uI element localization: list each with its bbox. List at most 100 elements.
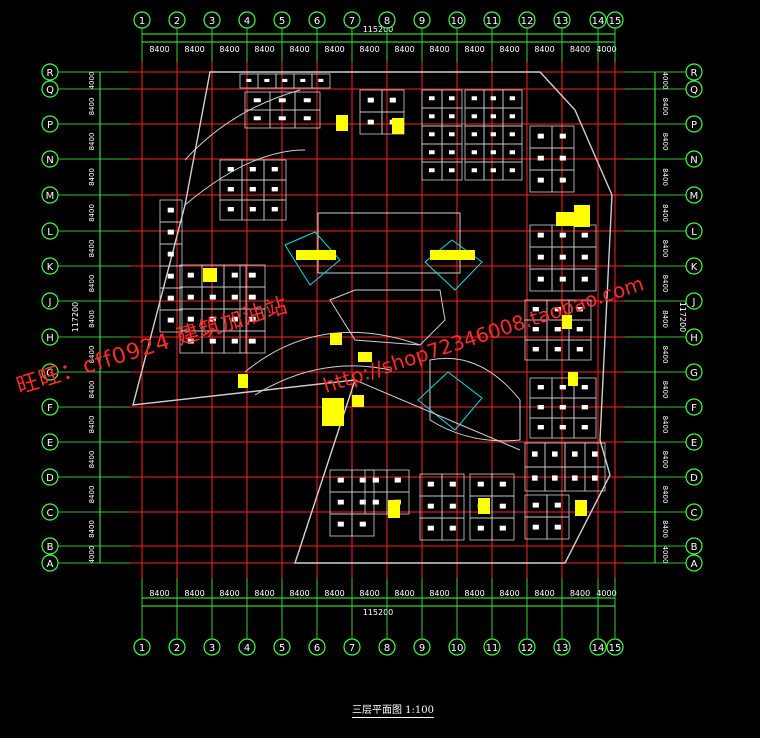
row-bubble-right-A-label: A [691,559,698,570]
dim-text-bottom: 8400 [289,589,309,598]
dim-text-left: 8400 [88,451,96,469]
shop-label-plate [278,116,286,121]
row-bubble-left-B-circle [41,537,59,555]
shop-label-plate [532,307,539,312]
central-hall [317,212,461,274]
dim-text-left: 8400 [88,204,96,222]
col-bubble-top-8-circle [378,11,396,29]
shop-label-plate [554,307,561,312]
dim-text-left: 8400 [88,240,96,258]
row-bubble-left-F-circle [41,398,59,416]
shop-label-plate [471,132,477,137]
dim-text-bottom: 8400 [429,589,449,598]
col-bubble-bottom-15-circle [606,638,624,656]
shop-label-plate [499,503,506,509]
col-bubble-top-9-circle [413,11,431,29]
shop-label-plate [581,385,588,390]
col-bubble-bottom-11-circle [483,638,501,656]
shop-label-plate [490,114,496,119]
shop-label-plate [264,78,270,82]
shop-label-plate [359,521,366,527]
col-bubble-top-14-label: 14 [592,16,605,27]
row-bubble-right-C-circle [685,503,703,521]
shop-label-plate [592,451,598,457]
building-boundary [132,71,613,564]
shop-label-plate [248,294,256,300]
shop-label-plate [592,475,598,481]
col-bubble-bottom-6-label: 6 [314,643,320,654]
shop-label-plate [471,168,477,173]
drawing-title: 三层平面图 1:100 [352,701,434,718]
dim-text-bottom: 8400 [184,589,204,598]
shop-label-plate [576,327,583,332]
col-bubble-top-15-label: 15 [609,16,622,27]
shop-label-plate [532,524,539,530]
shop-label-plate [231,294,238,300]
dim-text-right: 8400 [661,520,669,538]
col-bubble-bottom-1-circle [133,638,151,656]
shop-label-plate [449,96,455,101]
col-bubble-bottom-11-label: 11 [486,643,499,654]
row-bubble-right-H-circle [685,328,703,346]
stair-block [556,212,576,226]
stair-block [562,315,572,329]
dim-text-right: 8400 [661,240,669,258]
row-bubble-right-F-circle [685,398,703,416]
shop-label-plate [271,207,278,212]
col-bubble-bottom-2-circle [168,638,186,656]
row-bubble-left-Q-circle [41,80,59,98]
dim-text-bottom: 8400 [394,589,414,598]
dim-text-top: 8400 [359,45,379,54]
row-bubble-left-D-label: D [46,473,54,484]
shop-label-plate [187,294,194,300]
shop-label-plate [559,385,566,390]
row-bubble-right-D-circle [685,468,703,486]
shop-label-plate [209,294,216,300]
shop-label-plate [576,347,583,352]
shop-label-plate [167,317,174,323]
shop-label-plate [572,451,578,457]
shop-label-plate [477,481,484,487]
shop-label-plate [187,316,194,322]
dim-text-left: 8400 [88,381,96,399]
col-bubble-top-6-label: 6 [314,16,320,27]
row-bubble-left-N-circle [41,150,59,168]
shop-label-plate [471,150,477,155]
shop-label-plate [537,232,544,238]
shop-label-plate [490,96,496,101]
dim-text-right: 8400 [661,416,669,434]
dim-text-bottom: 8400 [499,589,519,598]
dim-text-top: 8400 [289,45,309,54]
shop-label-plate [554,524,561,530]
dim-text-right: 8400 [661,381,669,399]
row-bubble-left-H-circle [41,328,59,346]
dim-total-bottom: 115200 [363,608,394,617]
row-bubble-right-K-label: K [691,262,698,273]
shop-label-plate [490,150,496,155]
shop-label-plate [537,425,544,430]
row-bubble-right-G-label: G [690,368,698,379]
dim-total-top: 115200 [363,25,394,34]
shop-label-plate [581,232,588,238]
row-bubble-left-F-label: F [47,403,53,414]
shop-label-plate [246,78,252,82]
dim-text-top: 8400 [324,45,344,54]
shop-label-plate [167,207,174,213]
shop-label-plate [227,187,234,192]
shop-label-plate [537,405,544,410]
shop-units [159,73,606,541]
stair-block [575,500,587,516]
shop-label-plate [372,477,379,483]
col-bubble-top-4-label: 4 [244,16,250,27]
shop-label-plate [372,499,379,505]
row-bubble-right-E-label: E [691,438,697,449]
col-bubble-bottom-8-label: 8 [384,643,390,654]
shop-label-plate [532,327,539,332]
row-bubble-right-L-label: L [691,227,697,238]
shop-label-plate [248,272,256,278]
col-bubble-top-13-circle [553,11,571,29]
row-bubble-right-C-label: C [691,508,698,519]
dim-text-bottom: 8400 [570,589,590,598]
